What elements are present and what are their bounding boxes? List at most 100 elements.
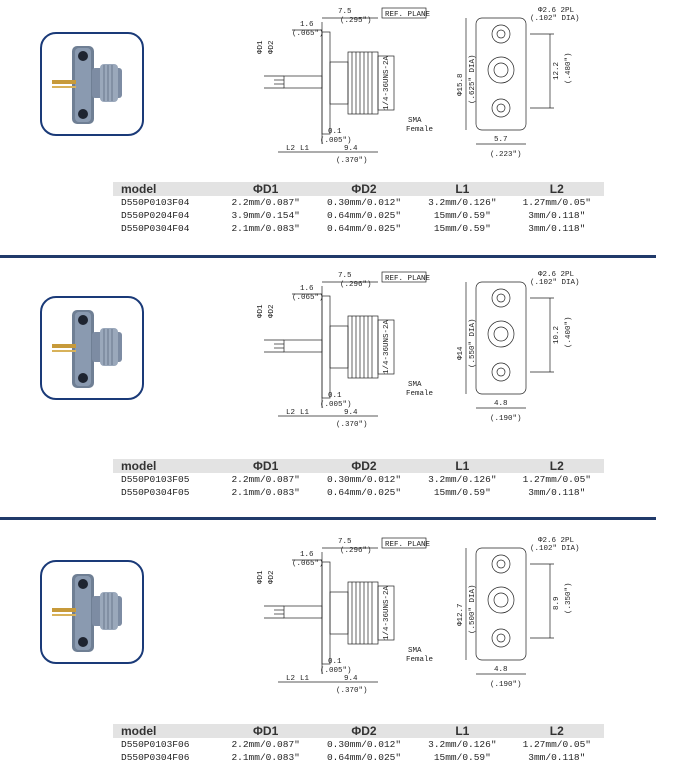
table-cell: 0.30mm/0.012" bbox=[326, 474, 402, 485]
table-cell: 3.2mm/0.126" bbox=[428, 739, 497, 750]
ref-plane-label: REF. PLANE bbox=[385, 541, 431, 549]
d2-label: ΦD2 bbox=[268, 304, 276, 318]
body-width: 7.5 bbox=[338, 272, 352, 280]
flange-thickness: 1.6 bbox=[300, 285, 314, 293]
table-cell: 2.2mm/0.087" bbox=[231, 474, 300, 485]
column-header: ΦD2 bbox=[312, 459, 416, 473]
connector-icon bbox=[52, 574, 122, 652]
flange-thickness: 1.6 bbox=[300, 21, 314, 29]
flange-thickness: 1.6 bbox=[300, 551, 314, 559]
hole-pitch-inch: (.480") bbox=[565, 52, 573, 84]
hole-pitch: 8.9 bbox=[553, 596, 561, 610]
female-label: Female bbox=[406, 656, 433, 664]
thread-label: 1/4-36UNS-2A bbox=[383, 319, 391, 374]
table-cell: 2.1mm/0.083" bbox=[231, 487, 300, 498]
hole-spec: Φ2.6 2PL bbox=[538, 537, 575, 545]
flange-width: 4.8 bbox=[494, 400, 508, 408]
hole-spec-inch: (.102" DIA) bbox=[530, 279, 580, 287]
flange-thickness-inch: (.065") bbox=[292, 560, 324, 568]
table-cell: 1.27mm/0.05" bbox=[522, 474, 591, 485]
dimension-drawing: REF. PLANE 7.5 (.296") 1.6 (.065") ΦD1 Φ… bbox=[257, 271, 580, 429]
column-header: L2 bbox=[509, 724, 604, 738]
table-cell: 15mm/0.59" bbox=[433, 223, 491, 234]
column-header: model bbox=[113, 459, 219, 473]
dimension-drawing: REF. PLANE 7.5 (.295") 1.6 (.065") ΦD1 Φ… bbox=[257, 7, 580, 165]
table-cell: D550P0304F05 bbox=[121, 487, 190, 498]
column-header: ΦD1 bbox=[218, 459, 313, 473]
flange-thickness-inch: (.065") bbox=[292, 30, 324, 38]
body-width: 7.5 bbox=[338, 8, 352, 16]
thread-lines bbox=[351, 316, 373, 378]
flange-width: 5.7 bbox=[494, 136, 508, 144]
table-cell: 3.2mm/0.126" bbox=[428, 197, 497, 208]
ref-plane-label: REF. PLANE bbox=[385, 275, 431, 283]
column-header: L1 bbox=[415, 459, 510, 473]
flange-diameter-inch: (.550" DIA) bbox=[469, 318, 477, 368]
flange-diameter: Φ12.7 bbox=[457, 603, 465, 626]
flange-diameter-inch: (.500" DIA) bbox=[469, 584, 477, 634]
hole-pitch-inch: (.350") bbox=[565, 582, 573, 614]
column-header: ΦD2 bbox=[312, 182, 416, 196]
sma-label: SMA bbox=[408, 381, 422, 389]
sma-label: SMA bbox=[408, 117, 422, 125]
table-cell: 2.2mm/0.087" bbox=[231, 197, 300, 208]
thread-lines bbox=[351, 52, 373, 114]
table-cell: 0.64mm/0.025" bbox=[326, 210, 402, 221]
thread-label: 1/4-36UNS-2A bbox=[383, 585, 391, 640]
column-header: L1 bbox=[415, 724, 510, 738]
flange-width-inch: (.190") bbox=[490, 681, 522, 689]
dimension-drawing: REF. PLANE 7.5 (.296") 1.6 (.065") ΦD1 Φ… bbox=[257, 537, 580, 695]
connector-photo bbox=[40, 32, 144, 136]
table-cell: 0.64mm/0.025" bbox=[326, 752, 402, 763]
l1-label: L1 bbox=[300, 145, 310, 153]
table-cell: 15mm/0.59" bbox=[433, 487, 491, 498]
column-header: model bbox=[113, 182, 219, 196]
l2-label: L2 bbox=[286, 145, 295, 153]
table-cell: 3.2mm/0.126" bbox=[428, 474, 497, 485]
gap-value: 0.1 bbox=[328, 658, 342, 666]
gap-value: 0.1 bbox=[328, 392, 342, 400]
section-divider bbox=[0, 255, 656, 258]
table-cell: 2.2mm/0.087" bbox=[231, 739, 300, 750]
length-value: 9.4 bbox=[344, 675, 358, 683]
column-header: ΦD2 bbox=[312, 724, 416, 738]
table-cell: 15mm/0.59" bbox=[433, 752, 491, 763]
body-width-inch: (.295") bbox=[340, 17, 372, 25]
flange-width: 4.8 bbox=[494, 666, 508, 674]
gap-value: 0.1 bbox=[328, 128, 342, 136]
flange-width-inch: (.190") bbox=[490, 415, 522, 423]
length-inch: (.370") bbox=[336, 157, 368, 165]
length-inch: (.370") bbox=[336, 687, 368, 695]
connector-photo bbox=[40, 296, 144, 400]
table-cell: D550P0103F06 bbox=[121, 739, 190, 750]
table-cell: 15mm/0.59" bbox=[433, 210, 491, 221]
table-cell: D550P0304F04 bbox=[121, 223, 190, 234]
connector-photo bbox=[40, 560, 144, 664]
table-cell: 2.1mm/0.083" bbox=[231, 223, 300, 234]
thread-label: 1/4-36UNS-2A bbox=[383, 55, 391, 110]
length-value: 9.4 bbox=[344, 145, 358, 153]
length-inch: (.370") bbox=[336, 421, 368, 429]
d2-label: ΦD2 bbox=[268, 570, 276, 584]
gap-inch: (.005") bbox=[320, 667, 352, 675]
column-header: model bbox=[113, 724, 219, 738]
flange-diameter: Φ15.8 bbox=[457, 73, 465, 96]
sma-label: SMA bbox=[408, 647, 422, 655]
l1-label: L1 bbox=[300, 409, 310, 417]
table-cell: 0.30mm/0.012" bbox=[326, 197, 402, 208]
connector-icon bbox=[52, 46, 122, 124]
l1-label: L1 bbox=[300, 675, 310, 683]
